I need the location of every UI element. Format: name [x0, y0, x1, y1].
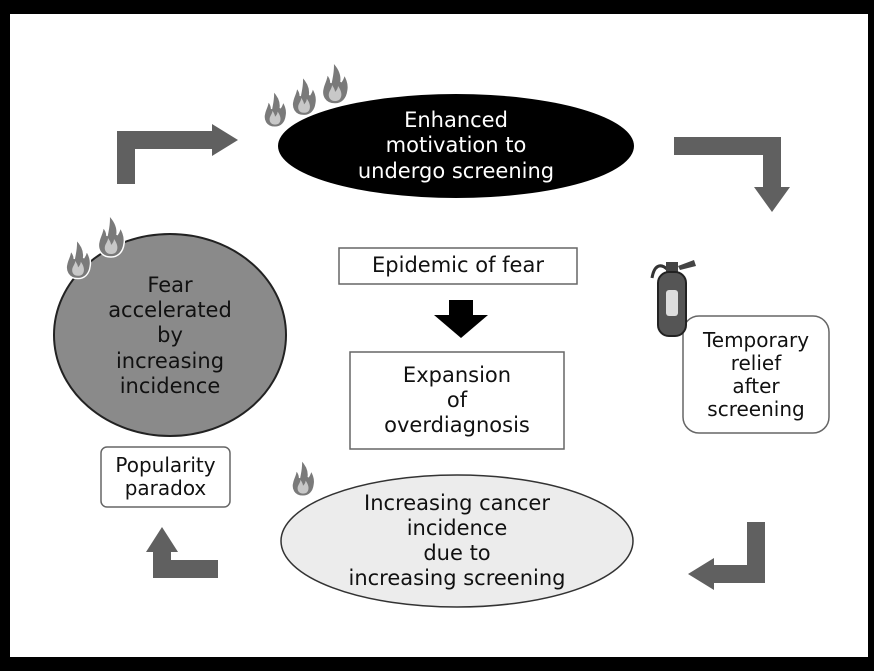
arrow-incidence-to-fear-head — [146, 527, 178, 552]
incidence-ellipse — [280, 474, 634, 608]
motivation-ellipse — [278, 94, 634, 198]
popularity-paradox-label: Popularity paradox — [115, 453, 216, 500]
arrow-incidence-to-fear — [153, 550, 218, 578]
enhanced-motivation-label: Enhanced motivation to undergo screening — [357, 108, 555, 183]
overdiagnosis-box — [349, 351, 565, 450]
flame-icon — [97, 214, 126, 258]
temporary-relief-label: Temporary relief after screening — [702, 327, 810, 421]
arrow-motivation-to-relief — [674, 137, 781, 190]
flame-icon — [321, 61, 350, 105]
fear-ellipse — [53, 233, 287, 437]
increasing-incidence-label: Increasing cancer incidence due to incre… — [348, 490, 566, 591]
arrow-fear-to-motivation — [117, 131, 214, 184]
epidemic-box — [338, 247, 578, 285]
down-arrow-icon — [434, 315, 488, 338]
fire-extinguisher-icon — [650, 260, 696, 337]
relief-box — [682, 315, 830, 434]
flame-icon — [263, 90, 288, 128]
epidemic-of-fear-label: Epidemic of fear — [372, 253, 544, 278]
arrow-motivation-to-relief-head — [754, 187, 790, 212]
fear-accelerated-label: Fear accelerated by increasing incidence — [108, 273, 232, 398]
arrow-relief-to-incidence — [712, 522, 765, 583]
arrow-fear-to-motivation-head — [212, 124, 238, 156]
arrow-relief-to-incidence-head — [688, 558, 714, 590]
popularity-box — [100, 446, 231, 508]
expansion-overdiagnosis-label: Expansion of overdiagnosis — [384, 362, 530, 438]
down-arrow-icon-stem — [449, 300, 473, 317]
